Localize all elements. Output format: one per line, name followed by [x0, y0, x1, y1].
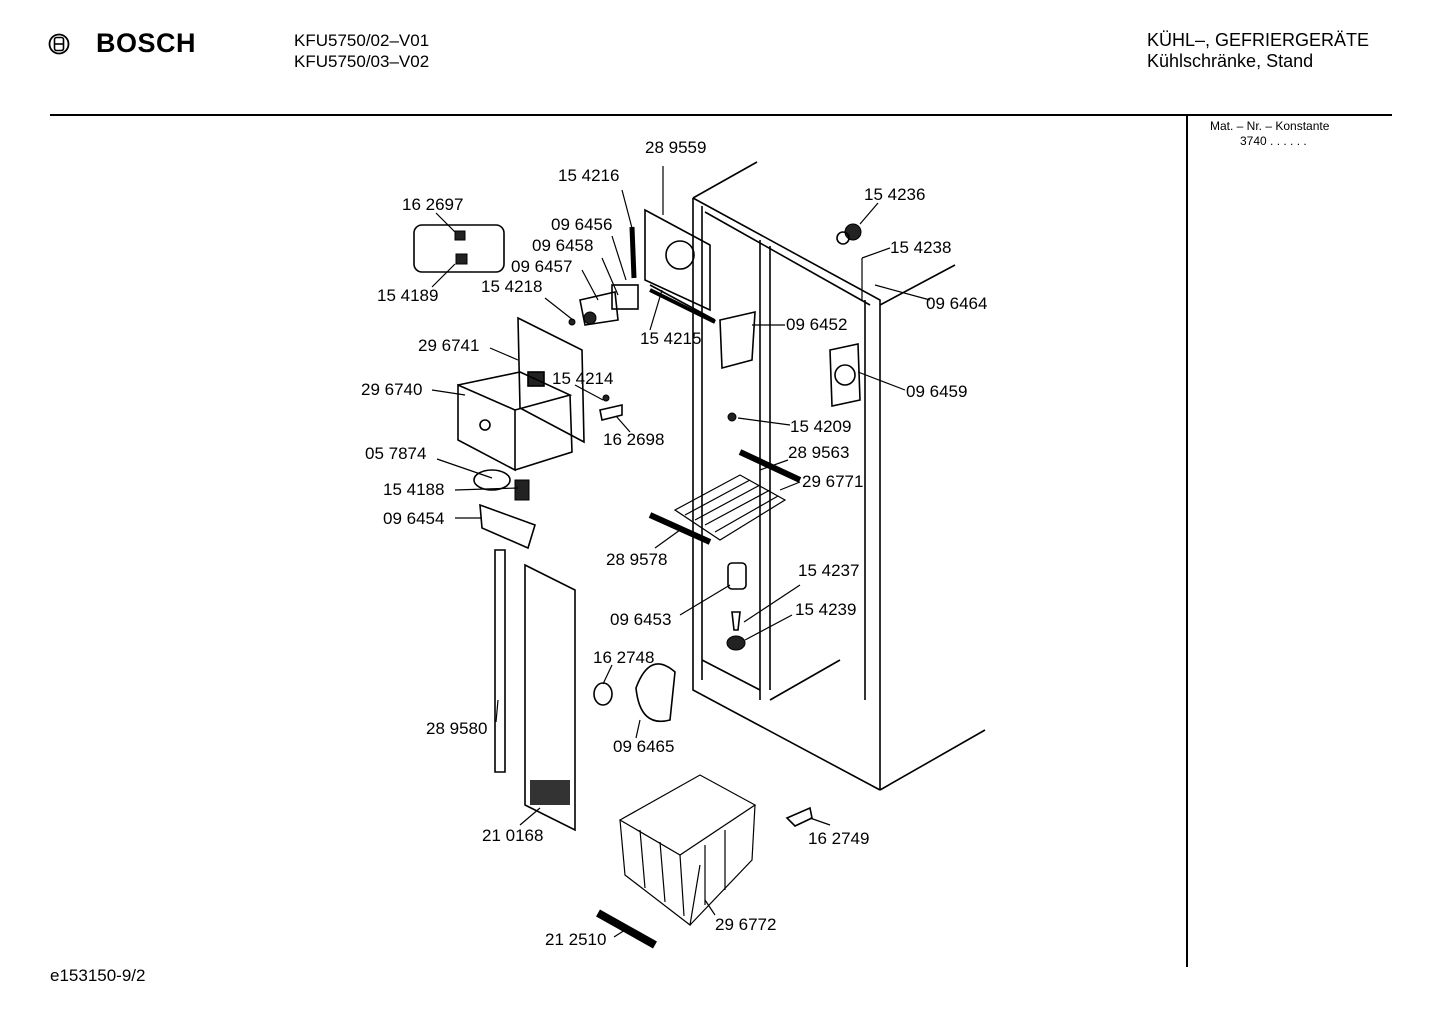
damper-drawing	[719, 310, 756, 370]
part-label: 09 6458	[532, 236, 593, 255]
cover-drawing	[479, 503, 536, 550]
rod-drawing	[629, 226, 637, 279]
part-label: 29 6771	[802, 472, 863, 491]
mat-dots: . . . . . .	[1270, 134, 1307, 148]
part-label: 15 4216	[558, 166, 619, 185]
bulb-drawing	[473, 469, 530, 501]
part-labels: 28 9559 15 4216 16 2697 09 6456 09 6458 …	[361, 138, 987, 949]
part-label: 09 6465	[613, 737, 674, 756]
part-label: 16 2748	[593, 648, 654, 667]
model-numbers: KFU5750/02–V01 KFU5750/03–V02	[294, 30, 429, 72]
part-label: 09 6454	[383, 509, 444, 528]
part-label: 09 6452	[786, 315, 847, 334]
part-label: 28 9559	[645, 138, 706, 157]
part-label: 28 9563	[788, 443, 849, 462]
sidebar-divider	[1186, 116, 1188, 967]
valve-drawing	[836, 223, 863, 300]
part-label: 09 6457	[511, 257, 572, 276]
clip-set-drawing	[413, 224, 505, 273]
model-line: KFU5750/02–V01	[294, 31, 430, 50]
part-label: 21 2510	[545, 930, 606, 949]
part-label: 21 0168	[482, 826, 543, 845]
back-panel-drawing	[524, 563, 576, 832]
mat-value: 3740	[1240, 134, 1267, 148]
wire-shelf-drawing	[673, 474, 787, 541]
part-label: 15 4188	[383, 480, 444, 499]
part-label: 15 4239	[795, 600, 856, 619]
grommet-drawing	[726, 635, 746, 651]
part-label: 15 4238	[890, 238, 951, 257]
strip-drawing	[649, 288, 716, 324]
category-line: Kühlschränke, Stand	[1147, 51, 1314, 71]
mat-label: Mat. – Nr. – Konstante	[1210, 119, 1330, 133]
brand-name: BOSCH	[96, 28, 197, 58]
part-label: 28 9578	[606, 550, 667, 569]
motor-assembly-drawing	[568, 284, 639, 326]
header-divider	[50, 114, 1392, 116]
model-line: KFU5750/03–V02	[294, 52, 430, 71]
part-label: 15 4189	[377, 286, 438, 305]
bosch-logo-icon	[48, 33, 70, 54]
part-label: 05 7874	[365, 444, 426, 463]
gasket-drawing	[494, 549, 506, 773]
bracket-clip-drawing	[785, 806, 813, 827]
part-label: 09 6453	[610, 610, 671, 629]
basket-drawing	[618, 774, 757, 927]
part-label: 09 6456	[551, 215, 612, 234]
part-label: 28 9580	[426, 719, 487, 738]
knob-drawing	[727, 562, 747, 590]
material-number-box: Mat. – Nr. – Konstante 3740 . . . . . .	[1210, 119, 1329, 149]
category-line: KÜHL–, GEFRIERGERÄTE	[1147, 30, 1370, 50]
part-label: 15 4215	[640, 329, 701, 348]
latch-drawing	[599, 394, 623, 421]
plug-drawing	[727, 412, 737, 422]
leader-lines	[431, 166, 931, 938]
part-label: 29 6741	[418, 336, 479, 355]
part-label: 29 6772	[715, 915, 776, 934]
bushing-drawing	[593, 682, 613, 706]
part-label: 15 4218	[481, 277, 542, 296]
part-label: 09 6464	[926, 294, 987, 313]
handle-drawing	[596, 909, 657, 949]
lamp-housing-drawing	[457, 371, 573, 472]
part-label: 15 4214	[552, 369, 613, 388]
brand-header: BOSCH	[48, 28, 196, 59]
document-id: e153150-9/2	[50, 966, 146, 985]
part-label: 15 4236	[864, 185, 925, 204]
screw-drawing	[731, 611, 741, 631]
bracket-drawing	[644, 208, 716, 321]
category-title: KÜHL–, GEFRIERGERÄTE Kühlschränke, Stand	[1147, 30, 1369, 72]
part-label: 29 6740	[361, 380, 422, 399]
fan-housing-drawing	[829, 343, 861, 407]
part-label: 16 2697	[402, 195, 463, 214]
front-strip-drawing	[648, 512, 712, 545]
part-label: 16 2749	[808, 829, 869, 848]
part-label: 09 6459	[906, 382, 967, 401]
fan-cover-drawing	[635, 663, 676, 723]
part-label: 16 2698	[603, 430, 664, 449]
part-label: 15 4237	[798, 561, 859, 580]
part-label: 15 4209	[790, 417, 851, 436]
